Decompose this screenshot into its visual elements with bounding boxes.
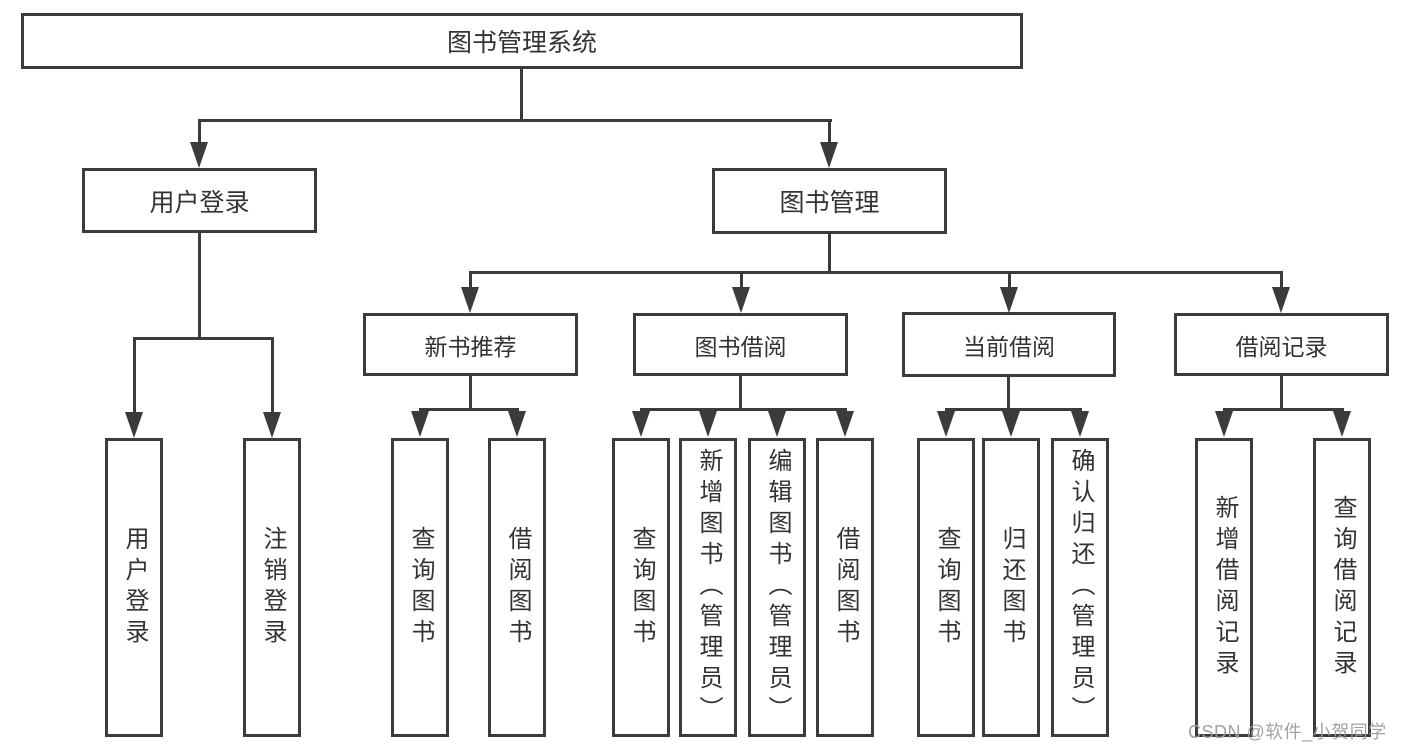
connector-mgmt-trunk [828, 233, 831, 272]
leaf-label: 查询借阅记录 [1329, 494, 1356, 681]
leaf-borrow-books-recommend: 借阅图书 [488, 438, 546, 737]
arrow-to-borrowing-records [1272, 287, 1290, 313]
arrow-borrowing-leaf-3 [768, 411, 786, 437]
connector-mgmt-rail [469, 271, 1283, 274]
connector-newbook-trunk [469, 376, 472, 408]
leaf-label: 借阅图书 [832, 525, 859, 650]
node-label: 图书借阅 [694, 333, 787, 360]
connector-stem-book-borrowing [740, 271, 743, 290]
arrow-to-new-book [461, 287, 479, 313]
leaf-user-login: 用户登录 [105, 438, 163, 737]
arrow-borrowing-leaf-1 [632, 411, 650, 437]
arrow-current-leaf-3 [1071, 411, 1089, 437]
arrow-to-leaf-logout [263, 412, 281, 438]
leaf-label: 新增借阅记录 [1211, 494, 1238, 681]
node-current-borrowing: 当前借阅 [902, 312, 1116, 377]
connector-records-trunk [1280, 376, 1283, 408]
leaf-query-books-recommend: 查询图书 [391, 438, 449, 737]
leaf-edit-books-admin: 编辑图书（管理员） [748, 438, 806, 737]
connector-current-trunk [1007, 377, 1010, 408]
node-label: 借阅记录 [1235, 333, 1328, 360]
leaf-label: 查询图书 [407, 525, 434, 650]
arrow-to-book-borrowing [732, 287, 750, 313]
connector-newbook-rail [419, 408, 519, 411]
connector-current-rail [945, 408, 1082, 411]
leaf-confirm-return-admin: 确认归还（管理员） [1051, 438, 1109, 737]
node-new-book-recommendation: 新书推荐 [363, 313, 578, 376]
leaf-label: 查询图书 [933, 525, 960, 650]
watermark-text: CSDN @软件_小贺同学 [1188, 722, 1387, 742]
arrow-records-leaf-1 [1215, 411, 1233, 437]
arrow-to-leaf-user-login [125, 412, 143, 438]
leaf-label: 注销登录 [259, 525, 286, 650]
node-borrowing-records: 借阅记录 [1174, 313, 1389, 376]
node-label: 用户登录 [149, 188, 250, 217]
leaf-logout: 注销登录 [243, 438, 301, 737]
leaf-label: 归还图书 [998, 525, 1025, 650]
leaf-return-books: 归还图书 [982, 438, 1040, 737]
leaf-add-books-admin: 新增图书（管理员） [679, 438, 737, 737]
leaf-query-borrow-record: 查询借阅记录 [1313, 438, 1371, 737]
node-book-management: 图书管理 [712, 168, 947, 234]
arrow-newbook-leaf-2 [508, 411, 526, 437]
arrow-current-leaf-1 [937, 411, 955, 437]
connector-login-rail [133, 337, 274, 340]
connector-stem-user-login [198, 119, 201, 150]
connector-borrowing-rail [640, 408, 847, 411]
connector-stem-book-management [828, 119, 831, 150]
leaf-query-books-current: 查询图书 [917, 438, 975, 737]
leaf-label: 用户登录 [121, 525, 148, 650]
connector-stem-new-book [469, 271, 472, 290]
connector-stem-leaf-user-login [133, 337, 136, 415]
leaf-query-books-borrowing: 查询图书 [612, 438, 670, 737]
node-book-management-system: 图书管理系统 [21, 13, 1023, 69]
connector-stem-current-borrowing [1008, 271, 1011, 290]
arrow-borrowing-leaf-4 [836, 411, 854, 437]
node-user-login: 用户登录 [82, 168, 317, 233]
connector-borrowing-trunk [739, 376, 742, 408]
node-book-borrowing: 图书借阅 [633, 313, 848, 376]
arrow-to-book-management [820, 142, 838, 168]
leaf-add-borrow-record: 新增借阅记录 [1195, 438, 1253, 737]
connector-stem-borrowing-records [1280, 271, 1283, 290]
leaf-label: 查询图书 [628, 525, 655, 650]
arrow-to-current-borrowing [1000, 287, 1018, 313]
leaf-label: 确认归还（管理员） [1067, 448, 1094, 727]
arrow-records-leaf-2 [1333, 411, 1351, 437]
node-label: 当前借阅 [963, 333, 1055, 360]
node-label: 图书管理 [779, 189, 880, 217]
leaf-label: 编辑图书（管理员） [764, 448, 791, 727]
arrow-borrowing-leaf-2 [699, 411, 717, 437]
connector-stem-leaf-logout [271, 337, 274, 415]
node-label: 新书推荐 [424, 333, 517, 360]
connector-root-rail [198, 119, 832, 122]
arrow-to-user-login [190, 142, 208, 168]
leaf-borrow-books-borrowing: 借阅图书 [816, 438, 874, 737]
connector-login-trunk [198, 233, 201, 338]
leaf-label: 借阅图书 [504, 525, 531, 650]
leaf-label: 新增图书（管理员） [695, 448, 722, 727]
connector-records-rail [1223, 408, 1344, 411]
node-label: 图书管理系统 [446, 29, 597, 57]
arrow-newbook-leaf-1 [411, 411, 429, 437]
arrow-current-leaf-2 [1002, 411, 1020, 437]
connector-root-trunk [520, 69, 523, 119]
